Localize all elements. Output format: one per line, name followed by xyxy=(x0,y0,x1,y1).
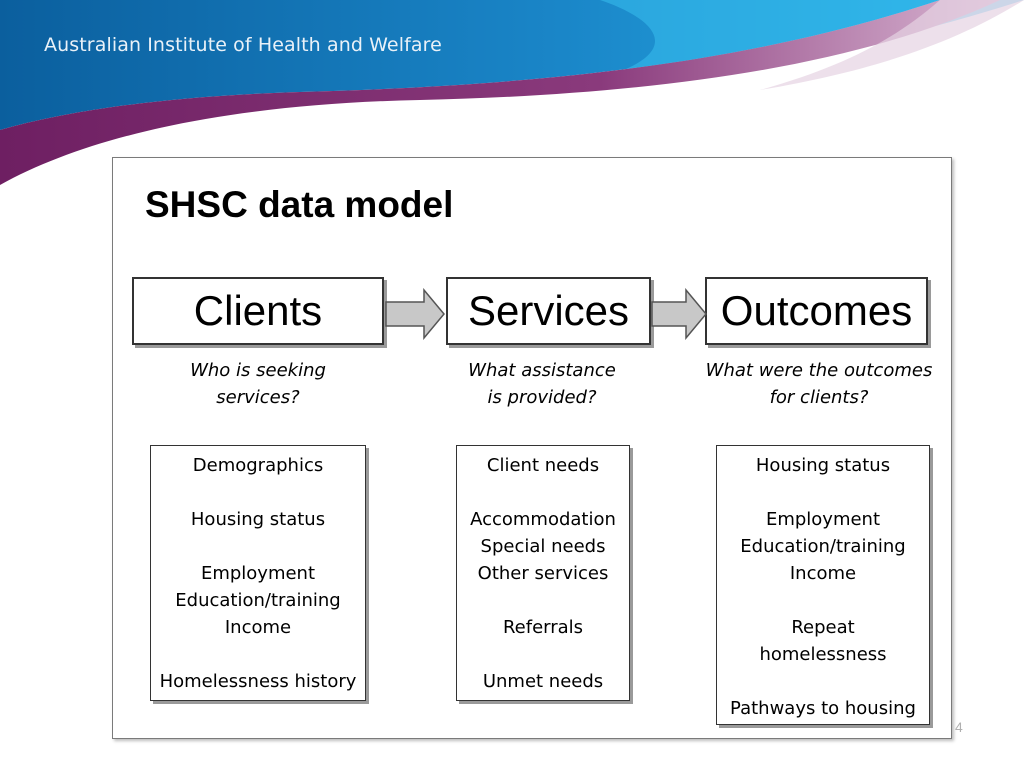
question-line: What assistance xyxy=(468,360,616,381)
list-item: Pathways to housing xyxy=(730,698,916,719)
question-line: services? xyxy=(216,387,300,408)
list-item xyxy=(151,479,365,506)
list-item: Education/training xyxy=(175,590,341,611)
question-clients: Who is seeking services? xyxy=(138,357,378,411)
list-item: Repeat xyxy=(791,617,855,638)
list-item: Client needs xyxy=(486,455,600,476)
list-item: Other services xyxy=(477,563,609,584)
header-banner xyxy=(0,0,1024,185)
list-item: Housing status xyxy=(755,455,891,476)
list-item: Special needs xyxy=(480,536,606,557)
list-item: Demographics xyxy=(192,455,324,476)
outcomes-items-box: Housing status Employment Education/trai… xyxy=(716,445,930,725)
list-item: Referrals xyxy=(502,617,584,638)
question-line: What were the outcomes xyxy=(705,360,933,381)
list-item: Unmet needs xyxy=(482,671,604,692)
list-item: Employment xyxy=(200,563,316,584)
org-name: Australian Institute of Health and Welfa… xyxy=(44,34,442,56)
list-item: Education/training xyxy=(740,536,906,557)
list-item xyxy=(457,479,629,506)
list-item xyxy=(457,587,629,614)
heading-services: Services xyxy=(446,277,651,345)
slide-title: SHSC data model xyxy=(145,184,454,225)
list-item xyxy=(717,668,929,695)
list-item xyxy=(151,641,365,668)
list-item: Income xyxy=(224,617,292,638)
question-line: Who is seeking xyxy=(190,360,326,381)
list-item: Housing status xyxy=(190,509,326,530)
heading-outcomes: Outcomes xyxy=(705,277,928,345)
list-item: Homelessness history xyxy=(159,671,357,692)
list-item: Income xyxy=(789,563,857,584)
arrow-right-icon xyxy=(651,288,707,340)
question-line: for clients? xyxy=(769,387,869,408)
services-items-box: Client needs Accommodation Special needs… xyxy=(456,445,630,701)
slide-number: 4 xyxy=(955,719,963,735)
list-item: Accommodation xyxy=(470,509,616,530)
list-item xyxy=(717,587,929,614)
heading-clients: Clients xyxy=(132,277,384,345)
list-item xyxy=(457,641,629,668)
arrow-right-icon xyxy=(385,288,445,340)
list-item: Employment xyxy=(765,509,881,530)
list-item xyxy=(151,533,365,560)
list-item xyxy=(717,479,929,506)
clients-items-box: Demographics Housing status Employment E… xyxy=(150,445,366,701)
question-outcomes: What were the outcomes for clients? xyxy=(694,357,944,411)
question-line: is provided? xyxy=(487,387,597,408)
list-item: homelessness xyxy=(759,644,887,665)
question-services: What assistance is provided? xyxy=(430,357,654,411)
